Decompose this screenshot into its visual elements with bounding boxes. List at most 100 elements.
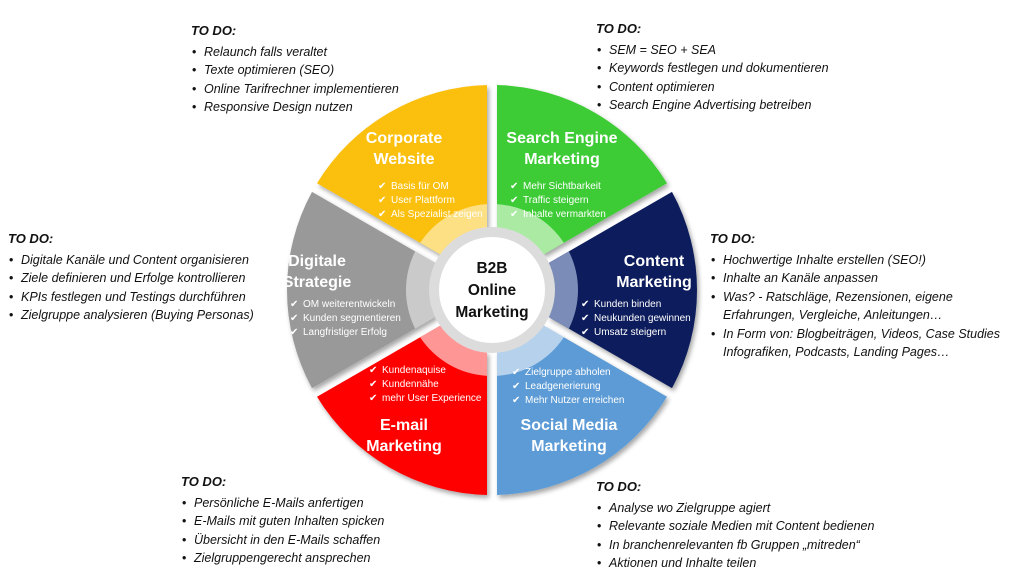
check-icon: ✔ [378,195,386,206]
todo-digitale-strategie: TO DO: Digitale Kanäle und Content organ… [8,230,254,325]
todo-item: Analyse wo Zielgruppe agiert [596,499,874,518]
todo-item: SEM = SEO + SEA [596,41,829,60]
segment-point-strategy: OM weiterentwickeln [303,299,395,310]
todo-item: Relevante soziale Medien mit Content bed… [596,517,874,536]
todo-item: Zielgruppe analysieren (Buying Personas) [8,306,254,325]
segment-point-email: Kundennähe [382,379,439,390]
center-circle [439,237,545,343]
segment-title-strategy: Strategie [283,274,352,291]
segment-social [496,325,667,495]
segment-title-search: Search Engine [506,130,617,147]
todo-item: Ziele definieren und Erfolge kontrollier… [8,269,254,288]
todo-item: Was? - Ratschläge, Rezensionen, eigeneEr… [710,288,1000,325]
center-line-3: Marketing [455,304,528,321]
todo-item: Inhalte an Kanäle anpassen [710,269,1000,288]
segment-strategy [287,191,436,389]
segment-title-corporate: Website [373,151,434,168]
check-icon: ✔ [512,395,520,406]
segment-title-social: Social Media [521,417,618,434]
segment-title-strategy: Digitale [288,253,346,270]
todo-item: Texte optimieren (SEO) [191,61,399,80]
segment-point-email: mehr User Experience [382,393,482,404]
check-icon: ✔ [378,181,386,192]
check-icon: ✔ [369,365,377,376]
segment-point-corporate: Basis für OM [391,181,449,192]
todo-item: Online Tarifrechner implementieren [191,80,399,99]
segment-inner-band-search [496,204,564,255]
segment-point-social: Mehr Nutzer erreichen [525,395,624,406]
todo-heading: TO DO: [596,479,642,494]
todo-item: Responsive Design nutzen [191,98,399,117]
check-icon: ✔ [378,209,386,220]
segment-point-content: Kunden binden [594,299,661,310]
segment-point-content: Umsatz steigern [594,327,666,338]
check-icon: ✔ [510,181,518,192]
todo-heading: TO DO: [596,21,642,36]
todo-heading: TO DO: [191,23,237,38]
check-icon: ✔ [510,195,518,206]
segment-point-social: Leadgenerierung [525,381,601,392]
todo-item: Persönliche E-Mails anfertigen [181,494,384,513]
check-icon: ✔ [581,313,589,324]
segment-point-corporate: User Plattform [391,195,455,206]
center-line-1: B2B [476,260,507,277]
segment-point-corporate: Als Spezialist zeigen [391,209,483,220]
segment-title-content: Content [624,253,685,270]
segment-point-email: Kundenaquise [382,365,446,376]
segment-title-search: Marketing [524,151,600,168]
check-icon: ✔ [581,327,589,338]
todo-content-marketing: TO DO: Hochwertige Inhalte erstellen (SE… [710,230,1000,362]
check-icon: ✔ [290,327,298,338]
segment-title-content: Marketing [616,274,692,291]
todo-item: E-Mails mit guten Inhalten spicken [181,512,384,531]
segment-inner-band-content [548,251,578,329]
todo-item: Keywords festlegen und dokumentieren [596,59,829,78]
check-icon: ✔ [512,381,520,392]
check-icon: ✔ [290,313,298,324]
segment-point-strategy: Kunden segmentieren [303,313,401,324]
todo-item: Content optimieren [596,78,829,97]
segment-corporate [317,85,488,255]
segment-title-email: E-mail [380,417,428,434]
todo-item-continuation: Erfahrungen, Vergleiche, Anleitungen… [723,308,943,322]
todo-heading: TO DO: [8,231,54,246]
todo-social-media-marketing: TO DO: Analyse wo Zielgruppe agiert Rele… [596,478,874,573]
segment-title-email: Marketing [366,438,442,455]
segment-inner-band-email [420,325,488,376]
check-icon: ✔ [581,299,589,310]
check-icon: ✔ [290,299,298,310]
segment-email [317,325,488,495]
center-line-2: Online [468,282,517,299]
segment-point-search: Mehr Sichtbarkeit [523,181,601,192]
todo-item: KPIs festlegen und Testings durchführen [8,288,254,307]
todo-item-continuation: Infografiken, Podcasts, Landing Pages… [723,345,950,359]
todo-heading: TO DO: [710,231,756,246]
todo-email-marketing: TO DO: Persönliche E-Mails anfertigen E-… [181,473,384,568]
todo-corporate-website: TO DO: Relaunch falls veraltet Texte opt… [191,22,399,117]
segment-content [548,191,698,389]
todo-item-text: In Form von: Blogbeiträgen, Videos, Case… [723,326,1001,341]
todo-search-engine-marketing: TO DO: SEM = SEO + SEA Keywords festlege… [596,20,829,115]
segment-inner-band-corporate [420,204,488,255]
todo-item: In Form von: Blogbeiträgen, Videos, Case… [710,325,1000,362]
segment-point-content: Neukunden gewinnen [594,313,691,324]
todo-heading: TO DO: [181,474,227,489]
todo-item: Search Engine Advertising betreiben [596,96,829,115]
todo-item: Digitale Kanäle und Content organisieren [8,251,254,270]
segment-inner-band-social [496,325,564,376]
segment-point-strategy: Langfristiger Erfolg [303,327,387,338]
segment-search [496,85,667,255]
check-icon: ✔ [369,379,377,390]
check-icon: ✔ [369,393,377,404]
todo-item: Übersicht in den E-Mails schaffen [181,531,384,550]
segment-title-social: Marketing [531,438,607,455]
check-icon: ✔ [512,367,520,378]
todo-item: In branchenrelevanten fb Gruppen „mitred… [596,536,874,555]
todo-item: Hochwertige Inhalte erstellen (SEO!) [710,251,1000,270]
segment-point-social: Zielgruppe abholen [525,367,611,378]
todo-item: Aktionen und Inhalte teilen [596,554,874,573]
segment-point-search: Traffic steigern [523,195,589,206]
segment-point-search: Inhalte vermarkten [523,209,606,220]
todo-item-text: Was? - Ratschläge, Rezensionen, eigene [723,289,953,304]
